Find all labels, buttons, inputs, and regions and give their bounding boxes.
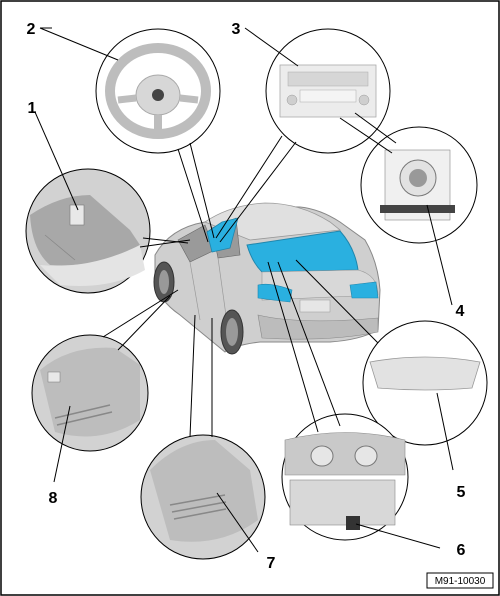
detail-4-speaker bbox=[360, 126, 478, 244]
callout-1: 1 bbox=[28, 100, 37, 117]
detail-8-a-pillar bbox=[31, 334, 149, 452]
callout-7: 7 bbox=[267, 555, 276, 572]
callout-3: 3 bbox=[232, 21, 241, 38]
callout-4: 4 bbox=[456, 303, 465, 320]
detail-5-glass bbox=[362, 320, 488, 446]
callout-6: 6 bbox=[457, 542, 466, 559]
detail-3-radio bbox=[265, 28, 391, 154]
callout-8: 8 bbox=[49, 490, 58, 507]
leader-lines bbox=[34, 27, 454, 553]
car-illustration bbox=[153, 202, 381, 355]
connector-lines bbox=[102, 112, 397, 438]
callout-5: 5 bbox=[457, 484, 466, 501]
detail-2-steering-wheel bbox=[95, 28, 221, 154]
detail-6-switch-module bbox=[281, 413, 409, 541]
detail-7-b-pillar bbox=[140, 434, 266, 560]
figure-code-box bbox=[426, 572, 494, 589]
windshield-highlight bbox=[206, 217, 239, 253]
detail-1-roof-trim bbox=[25, 168, 151, 294]
callout-2: 2 bbox=[27, 21, 36, 38]
figure-code: M91-10030 bbox=[435, 576, 486, 587]
